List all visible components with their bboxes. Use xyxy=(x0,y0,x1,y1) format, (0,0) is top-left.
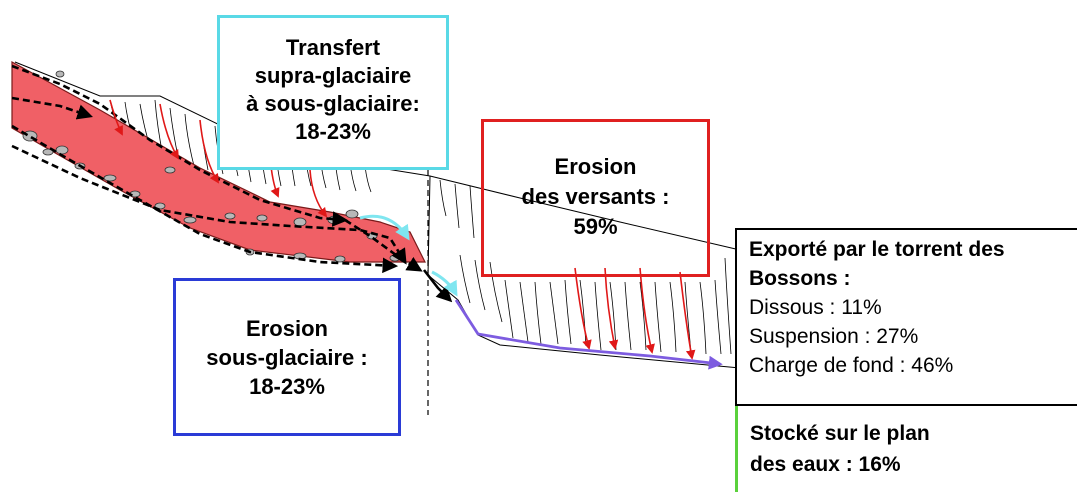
transport-paths xyxy=(11,64,423,274)
supra-line-4: 18-23% xyxy=(295,119,371,144)
sous-line-1: Erosion xyxy=(246,316,328,341)
versants-line-2: des versants : xyxy=(521,184,670,209)
export-box: Exporté par le torrent des Bossons : Dis… xyxy=(735,228,1077,406)
storage-box: Stocké sur le plan des eaux : 16% xyxy=(735,406,1077,492)
supra-line-3: à sous-glaciaire: xyxy=(246,91,420,116)
slope-erosion-arrows xyxy=(109,99,696,360)
export-title-line-1: Exporté par le torrent des xyxy=(749,238,1005,261)
export-item-suspension: Suspension : 27% xyxy=(749,325,919,348)
supra-glacial-arrows xyxy=(359,214,458,297)
versants-line-1: Erosion xyxy=(554,154,637,179)
versants-line-3: 59% xyxy=(573,214,618,239)
proglacial-stream xyxy=(454,299,723,370)
stocke-line-1: Stocké sur le plan xyxy=(750,422,930,445)
supra-line-2: supra-glaciaire xyxy=(254,63,412,88)
subglacial-erosion-box: Erosion sous-glaciaire : 18-23% xyxy=(173,278,401,436)
sous-line-2: sous-glaciaire : xyxy=(206,345,368,370)
slope-erosion-box: Erosion des versants : 59% xyxy=(481,119,710,277)
export-item-dissous: Dissous : 11% xyxy=(749,296,882,319)
export-item-charge: Charge de fond : 46% xyxy=(749,354,954,377)
export-title-line-2: Bossons : xyxy=(749,267,851,290)
stocke-line-2: des eaux : 16% xyxy=(750,453,901,476)
supra-line-1: Transfert xyxy=(285,35,381,60)
supra-glacial-transfer-box: Transfert supra-glaciaire à sous-glaciai… xyxy=(217,15,449,170)
sous-line-3: 18-23% xyxy=(249,374,325,399)
